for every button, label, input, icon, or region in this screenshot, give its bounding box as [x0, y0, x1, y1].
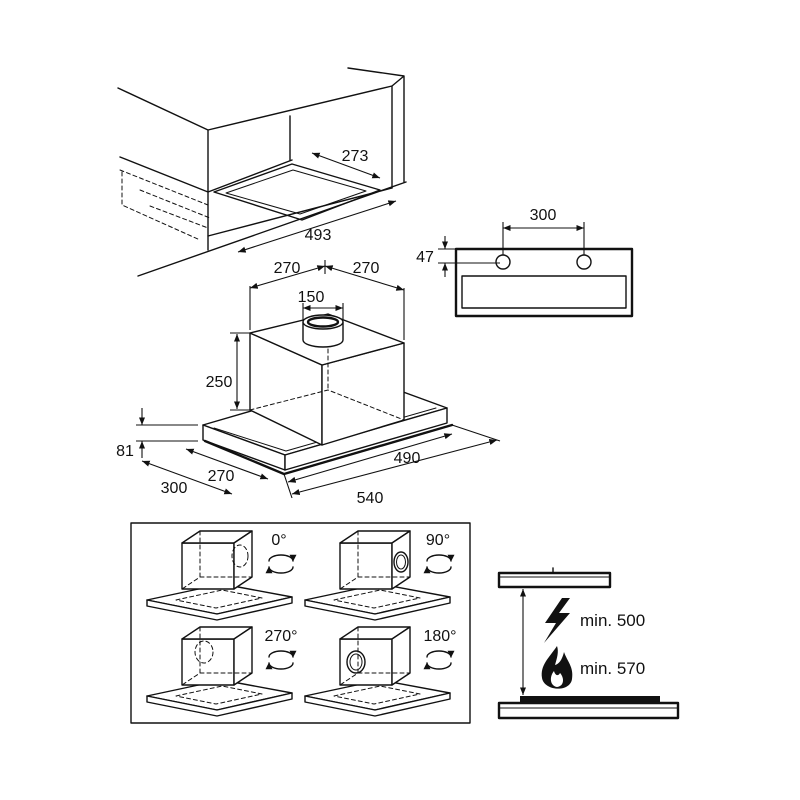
cabinet-hidden-lines	[119, 169, 211, 241]
outlet-collar-opening	[306, 316, 340, 328]
mounting-plate-inner	[461, 275, 627, 309]
hood-depth-label: 300	[161, 480, 188, 497]
cabinet-outline	[117, 67, 405, 251]
orientation-angle-label: 180°	[423, 628, 456, 645]
orientation-plate-edge	[146, 596, 293, 621]
orientation-plate-hidden	[175, 685, 263, 705]
orientation-angle-label: 270°	[264, 628, 297, 645]
canopy-height-extension-lines	[136, 424, 198, 442]
cabinet-width-label: 493	[305, 227, 332, 244]
orientation-plate-edge	[146, 692, 293, 717]
hood-width-extension-lines	[283, 424, 501, 499]
orientation-box-front	[339, 542, 393, 590]
orientation-plate-hidden	[175, 589, 263, 609]
orientation-270: 270°	[146, 626, 298, 717]
gas-clearance-label: min. 570	[580, 659, 645, 678]
electric-clearance-label: min. 500	[580, 611, 645, 630]
cabinet-cutout-outer	[213, 163, 381, 221]
worktop	[497, 701, 680, 720]
orientation-box-front	[339, 638, 393, 686]
cabinet-depth-dimension	[311, 152, 381, 179]
mounting-plate-drawing: 300 47	[416, 207, 634, 318]
clearance-drawing: min. 500 min. 570	[497, 567, 680, 720]
orientation-box-hidden	[339, 530, 411, 590]
orientation-box-hidden	[181, 530, 253, 590]
chimney-left-label: 270	[274, 260, 301, 277]
mounting-plate-outline	[454, 247, 634, 318]
orientation-angle-label: 0°	[271, 532, 286, 549]
outlet-circle-inner	[396, 554, 406, 570]
chimney-right-dimension	[324, 265, 405, 291]
canopy-height-label: 81	[116, 443, 134, 460]
cabinet-depth-label: 273	[342, 148, 369, 165]
mounting-hole-right	[576, 254, 592, 270]
hood-width-dimension	[291, 438, 498, 496]
chimney-hidden-edges	[249, 313, 405, 421]
orientation-box-front	[181, 638, 235, 686]
rotate-icon	[423, 650, 455, 670]
orientation-90: 90°	[304, 530, 455, 621]
hood-inner-depth-dimension	[185, 448, 269, 480]
rotate-icon	[265, 554, 297, 574]
mounting-hole-left	[495, 254, 511, 270]
chimney-left-dimension	[249, 265, 326, 289]
orientation-plate-hidden	[333, 685, 421, 705]
hole-spacing-label: 300	[530, 207, 557, 224]
rotate-icon	[423, 554, 455, 574]
hood-drawing: 270 270 150 250 81 300 270 490 540	[116, 260, 501, 507]
orientation-box-front	[181, 542, 235, 590]
outlet-orientation-panel: 0° 90°	[130, 522, 471, 724]
orientation-plate-edge	[304, 692, 451, 717]
outlet-circle-inner	[349, 653, 363, 671]
orientation-angle-label: 90°	[426, 532, 450, 549]
orientation-plate-edge	[304, 596, 451, 621]
orientation-plate-hidden	[333, 589, 421, 609]
rotate-icon	[265, 650, 297, 670]
hood-side-view	[497, 571, 612, 589]
outlet-circle	[393, 551, 409, 573]
hole-extension-lines	[438, 222, 585, 264]
hood-inner-depth-label: 270	[208, 468, 235, 485]
chimney-height-label: 250	[206, 374, 233, 391]
outlet-hidden-circle	[194, 640, 214, 664]
cabinet-width-dimension	[237, 200, 397, 253]
orientation-180: 180°	[304, 626, 457, 717]
hole-offset-label: 47	[416, 249, 434, 266]
outlet-circle	[346, 650, 366, 674]
flame-icon	[541, 646, 573, 689]
hob-glass	[520, 696, 660, 702]
orientation-0: 0°	[146, 530, 297, 621]
chimney-right-label: 270	[353, 260, 380, 277]
chimney-height-extension-lines	[230, 332, 250, 411]
outlet-label: 150	[298, 289, 325, 306]
hood-inner-width-label: 490	[394, 450, 421, 467]
orientation-panel-frame	[130, 522, 471, 724]
hood-width-label: 540	[357, 490, 384, 507]
lightning-icon	[544, 598, 570, 643]
cabinet-drawing: 273 493	[117, 67, 407, 277]
outlet-hidden-circle	[231, 544, 249, 568]
